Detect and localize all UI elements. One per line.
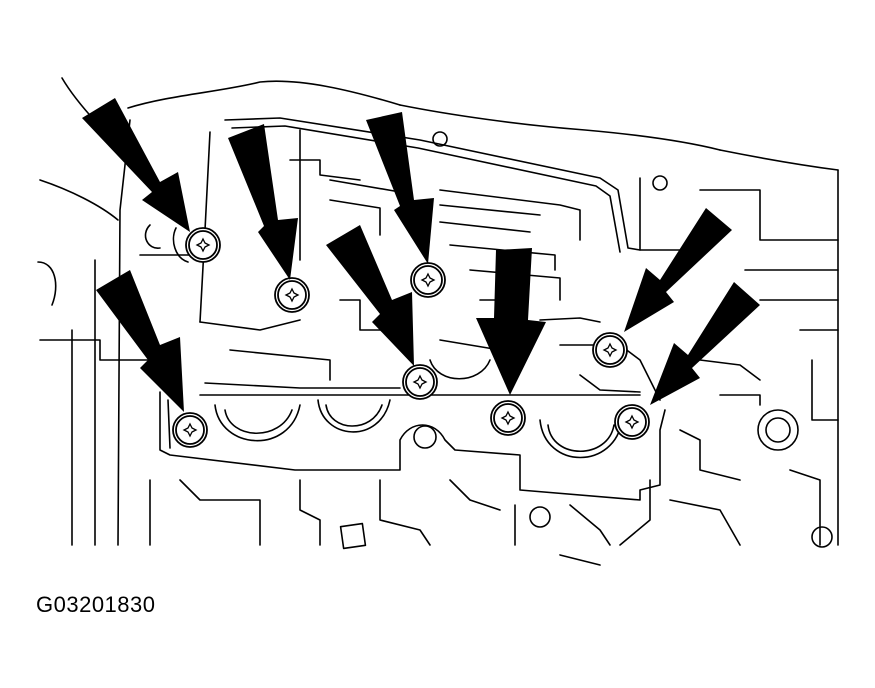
arrow-icon — [82, 98, 190, 232]
bolt-icon — [274, 277, 310, 313]
arrow-icon — [650, 282, 760, 405]
arrows — [82, 98, 760, 412]
arrow-icon — [228, 124, 298, 280]
arrow-icon — [366, 112, 434, 264]
bolt-icon — [490, 400, 526, 436]
bolt-icon — [592, 332, 628, 368]
lower-casting — [149, 329, 839, 566]
bolt-icon — [185, 227, 221, 263]
bolt-icon — [614, 404, 650, 440]
arrow-icon — [476, 248, 546, 395]
bolt-icon — [402, 364, 438, 400]
arrow-icon — [624, 208, 732, 332]
arrow-icon — [326, 225, 414, 366]
arrow-icon — [96, 270, 184, 412]
left-bracket — [139, 224, 401, 381]
bolt-icon — [172, 412, 208, 448]
bolt-icon — [410, 262, 446, 298]
bolts — [172, 227, 650, 448]
figure-id-label: G03201830 — [36, 592, 156, 617]
